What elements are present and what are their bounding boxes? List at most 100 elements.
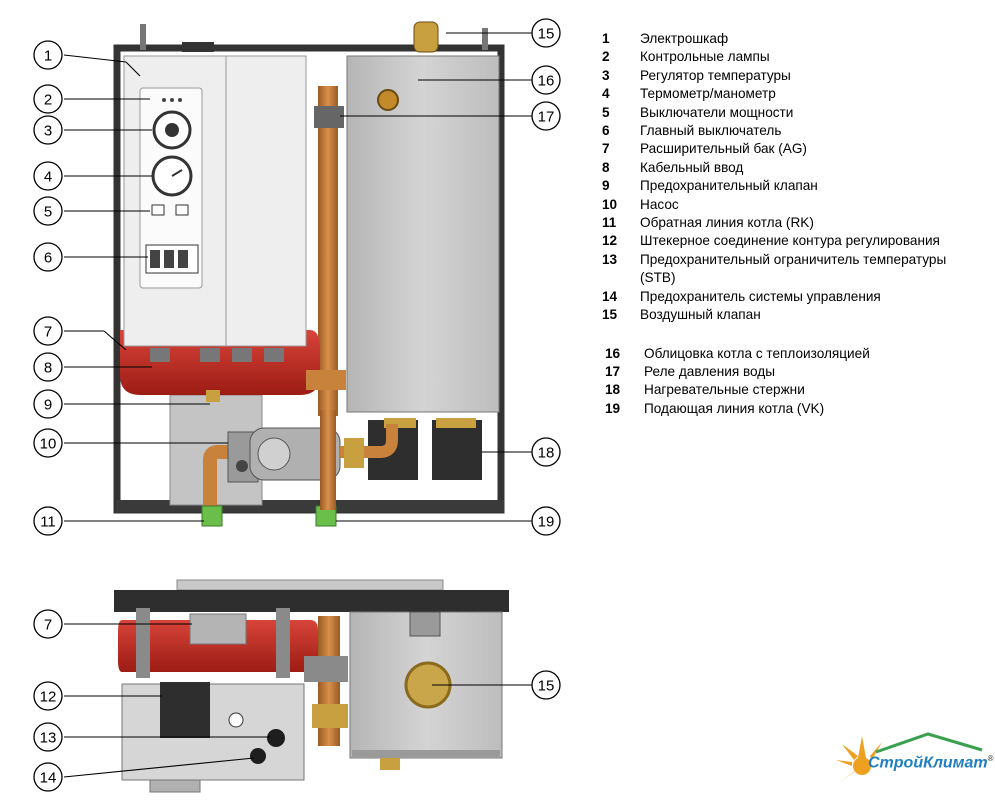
callout-5: 5 (44, 204, 52, 221)
pressure-relay (314, 106, 344, 128)
legend-row: (STB) (640, 270, 676, 286)
tank-bottom-rim (352, 750, 500, 758)
side-connector (306, 370, 346, 390)
callout-11: 11 (40, 514, 56, 531)
regulator-knob (165, 123, 179, 137)
top-view (114, 579, 509, 793)
callout-3: 3 (44, 123, 52, 140)
rod-fitting (384, 418, 416, 428)
callout-8: 8 (44, 360, 52, 377)
leader-lines (63, 32, 532, 778)
callout-circles (33, 18, 561, 792)
air-valve (413, 21, 439, 53)
stb-small (228, 712, 244, 728)
front-view (113, 21, 505, 527)
power-switch (175, 204, 189, 216)
union-top-view (312, 704, 348, 728)
pump-screw (236, 460, 248, 472)
power-switch (151, 204, 165, 216)
expansion-tank-top (118, 620, 318, 672)
control-lamp (162, 98, 166, 102)
stb-button (267, 729, 285, 747)
callout-16: 16 (538, 73, 555, 90)
callout-13: 13 (40, 730, 57, 747)
tank-bracket (409, 611, 441, 637)
cable-gland (150, 348, 170, 362)
switch-pole (164, 250, 174, 268)
callout-12: 12 (40, 689, 57, 706)
safety-valve (206, 390, 220, 402)
fuse-holder (250, 748, 266, 764)
callout-numbers: 1 2 3 4 5 6 7 8 9 10 11 15 16 17 18 19 7… (40, 26, 555, 787)
callout-17: 17 (538, 109, 555, 126)
pump-outlet-pipe (340, 424, 398, 458)
callout-4: 4 (44, 169, 52, 186)
cable-gland (232, 348, 252, 362)
callout-18: 18 (538, 445, 555, 462)
return-fitting (201, 505, 223, 527)
control-lamp (178, 98, 182, 102)
cable-gland (200, 348, 220, 362)
top-pipe (482, 28, 488, 50)
heating-rod (432, 420, 482, 480)
callout-10: 10 (40, 436, 57, 453)
callout-2: 2 (44, 92, 52, 109)
callout-15-top: 15 (538, 678, 555, 695)
cable-gland (264, 348, 284, 362)
bottom-fitting (380, 758, 400, 770)
sun-roof-icon (836, 732, 983, 782)
rod-fitting (436, 418, 476, 428)
cabinet-foot (149, 779, 201, 793)
callout-7: 7 (44, 324, 52, 341)
top-lid (176, 579, 444, 591)
return-pipe (203, 445, 236, 512)
bracket (276, 608, 290, 678)
switch-pole (150, 250, 160, 268)
control-lamp (170, 98, 174, 102)
supply-pipe (318, 86, 338, 416)
switch-pole (178, 250, 188, 268)
pump-top-view (304, 656, 348, 682)
callout-15: 15 (538, 26, 555, 43)
callout-1: 1 (44, 48, 52, 65)
callout-6: 6 (44, 250, 52, 267)
pump-rotor (257, 437, 291, 471)
top-block (182, 42, 214, 52)
tank-port (377, 89, 399, 111)
pump-union (344, 438, 364, 468)
logo-text: СтройКлимат® (868, 754, 994, 772)
top-pipe (140, 24, 146, 50)
callout-7-top: 7 (44, 617, 52, 634)
heat-tank (346, 55, 500, 413)
bracket (136, 608, 150, 678)
tank-clamp (189, 613, 247, 645)
callout-14: 14 (40, 770, 57, 787)
top-frame-bar (114, 590, 509, 612)
brand-logo: СтройКлимат® (836, 730, 994, 790)
plug-connector (160, 682, 210, 738)
callout-19: 19 (538, 514, 555, 531)
supply-pipe-lower (320, 410, 336, 510)
callout-9: 9 (44, 397, 52, 414)
